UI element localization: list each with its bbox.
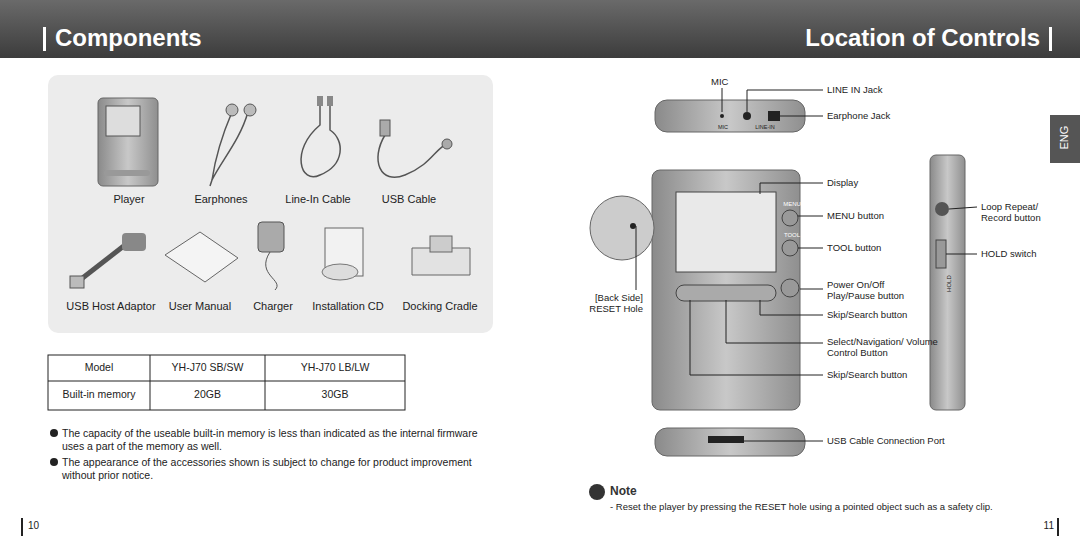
component-label: Installation CD bbox=[303, 300, 393, 313]
device-marking: TOOL bbox=[780, 232, 804, 239]
control-label: HOLD switch bbox=[981, 248, 1071, 259]
control-label: TOOL button bbox=[827, 242, 977, 253]
component-label: Line-In Cable bbox=[268, 193, 368, 206]
device-marking: HOLD bbox=[946, 269, 953, 299]
table-cell: 30GB bbox=[265, 388, 405, 401]
control-label: Loop Repeat/ Record button bbox=[981, 201, 1051, 224]
note-heading: Note bbox=[610, 484, 670, 498]
table-cell: Model bbox=[48, 361, 150, 374]
device-marking: MENU bbox=[780, 201, 804, 208]
control-label: MENU button bbox=[827, 210, 977, 221]
control-label: MIC bbox=[711, 76, 741, 87]
control-label: Select/Navigation/ Volume Control Button bbox=[827, 336, 939, 359]
control-label: Skip/Search button bbox=[827, 309, 977, 320]
page-heading: Components bbox=[55, 24, 355, 53]
note-bullet: The appearance of the accessories shown … bbox=[62, 456, 482, 481]
table-cell: YH-J70 LB/LW bbox=[265, 361, 405, 374]
table-cell: YH-J70 SB/SW bbox=[150, 361, 265, 374]
control-label: Skip/Search button bbox=[827, 369, 977, 380]
control-label: Display bbox=[827, 177, 977, 188]
control-label: Earphone Jack bbox=[827, 110, 977, 121]
control-label: USB Cable Connection Port bbox=[827, 435, 1027, 446]
device-marking: LINE-IN bbox=[750, 124, 780, 131]
component-label: USB Host Adaptor bbox=[56, 300, 166, 313]
component-label: Earphones bbox=[181, 193, 261, 206]
note-text: - Reset the player by pressing the RESET… bbox=[610, 501, 1030, 512]
component-label: Player bbox=[89, 193, 169, 206]
control-label: LINE IN Jack bbox=[827, 84, 977, 95]
table-cell: Built-in memory bbox=[48, 388, 150, 401]
device-marking: MIC bbox=[713, 124, 733, 131]
component-label: Charger bbox=[244, 300, 302, 313]
note-bullet: The capacity of the useable built-in mem… bbox=[62, 427, 482, 452]
component-label: Docking Cradle bbox=[395, 300, 485, 313]
control-label: [Back Side] RESET Hole bbox=[575, 292, 643, 315]
component-label: User Manual bbox=[164, 300, 236, 313]
page-number: 11 bbox=[1030, 520, 1054, 532]
language-tab: ENG bbox=[1058, 121, 1071, 155]
page-heading: Location of Controls bbox=[640, 24, 1040, 53]
component-label: USB Cable bbox=[364, 193, 454, 206]
control-label: Power On/Off Play/Pause button bbox=[827, 279, 922, 302]
page-number: 10 bbox=[28, 520, 58, 532]
table-cell: 20GB bbox=[150, 388, 265, 401]
